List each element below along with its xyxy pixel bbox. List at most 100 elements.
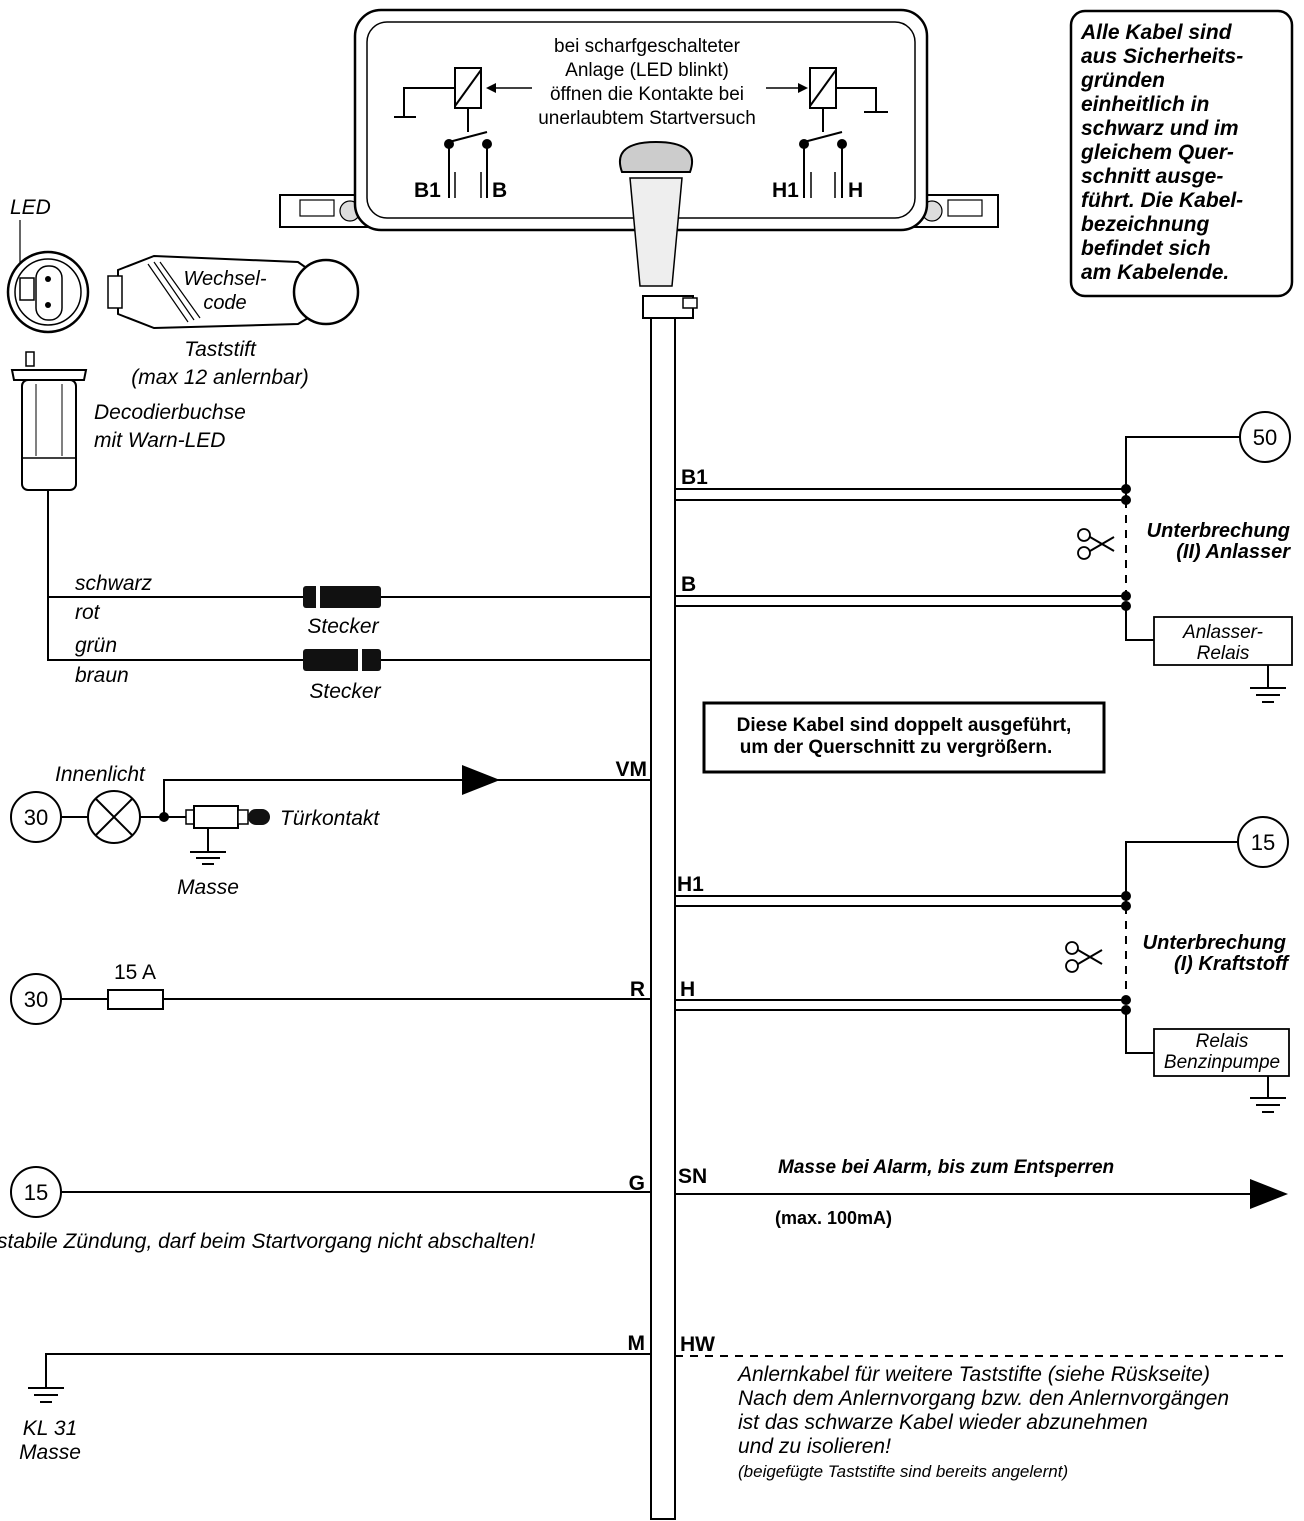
info-box-line: am Kabelende. [1081, 261, 1229, 284]
cable-bellows-icon [619, 140, 693, 287]
info-box-line: befindet sich [1081, 237, 1211, 260]
connector-1-label: Stecker [307, 615, 379, 638]
harness-label-g: G [629, 1172, 645, 1195]
stable-ignition-note: stabile Zündung, darf beim Startvorgang … [0, 1230, 535, 1253]
learn-note-line3: ist das schwarze Kabel wieder abzunehmen [738, 1411, 1148, 1434]
module-note-line3: öffnen die Kontakte bei [550, 84, 744, 105]
taststift-label-line2: (max 12 anlernbar) [131, 366, 308, 389]
learn-note-line1: Anlernkabel für weitere Taststifte (sieh… [736, 1363, 1210, 1386]
fuel-relay-box [1153, 1028, 1290, 1077]
ground-kl31-icon [28, 1387, 64, 1403]
tuerkontakt-label: Türkontakt [280, 807, 380, 830]
harness-label-sn: SN [678, 1165, 707, 1188]
module-note-line1: bei scharfgeschalteter [554, 36, 741, 57]
harness-label-r: R [630, 978, 645, 1001]
innenlicht-label: Innenlicht [55, 763, 146, 786]
connector-2-icon [303, 647, 381, 673]
decoder-socket-side-icon [10, 351, 88, 491]
scissors-icon [1065, 941, 1103, 973]
wire-label-gruen: grün [75, 634, 117, 657]
harness-label-h: H [680, 978, 695, 1001]
ground-starter-relay-icon [1250, 665, 1286, 703]
fuse-icon [107, 989, 164, 1010]
module-note-line4: unerlaubtem Startversuch [538, 108, 756, 129]
decoder-socket-top-icon [6, 250, 90, 334]
wire-label-braun: braun [75, 664, 129, 687]
interrupt-2-label-line2: (II) Anlasser [1176, 541, 1291, 563]
kl31-label-line1: KL 31 [23, 1417, 78, 1440]
code-key-label-line1: Wechsel- [184, 268, 267, 290]
scissors-icon [1077, 528, 1115, 560]
double-wire-note-line2: um der Querschnitt zu vergrößern. [740, 737, 1053, 758]
info-box-line: Alle Kabel sind [1080, 21, 1233, 44]
starter-relay-box [1153, 616, 1293, 666]
connector-1-icon [303, 584, 381, 610]
info-box-line: aus Sicherheits- [1081, 45, 1243, 68]
code-key-icon [107, 254, 360, 330]
terminal-15-right-label: 15 [1251, 830, 1275, 855]
learn-note-line4: und zu isolieren! [738, 1435, 891, 1458]
module-contact-b1: B1 [414, 179, 441, 202]
terminal-15-left-label: 15 [24, 1180, 48, 1205]
terminal-30-b: 30 [10, 973, 62, 1025]
module-note-line2: Anlage (LED blinkt) [565, 60, 729, 81]
relay-left-icon [394, 67, 532, 198]
masse-label: Masse [177, 876, 239, 899]
double-wire-note-box: Diese Kabel sind doppelt ausgeführt, um … [702, 701, 1106, 774]
led-label: LED [10, 196, 51, 219]
fuel-relay-label-line2: Benzinpumpe [1164, 1052, 1280, 1073]
learn-note-line2: Nach dem Anlernvorgang bzw. den Anlernvo… [738, 1387, 1229, 1410]
module-contact-h: H [848, 179, 863, 202]
main-harness-trunk [642, 295, 698, 1520]
harness-label-vm: VM [616, 758, 648, 781]
led-wire-pair [47, 490, 651, 661]
fuel-relay-label-line1: Relais [1196, 1031, 1249, 1052]
module-contact-h1: H1 [772, 179, 799, 202]
harness-label-h1: H1 [677, 873, 704, 896]
starter-relay-label-line1: Anlasser- [1182, 622, 1263, 643]
connector-2-label: Stecker [309, 680, 381, 703]
harness-label-hw: HW [680, 1333, 715, 1356]
door-contact-icon [185, 805, 270, 865]
relay-right-icon [766, 67, 888, 198]
terminal-15-right: 15 [1237, 816, 1289, 868]
interrupt-1-label-line2: (I) Kraftstoff [1174, 953, 1290, 975]
info-box-line: führt. Die Kabel- [1081, 189, 1243, 212]
terminal-50: 50 [1239, 411, 1291, 463]
interrupt-2-label-line1: Unterbrechung [1147, 520, 1290, 542]
interrupt-1-label-line1: Unterbrechung [1143, 932, 1286, 954]
info-box-line: einheitlich in [1081, 93, 1209, 116]
info-box-line: gleichem Quer- [1080, 141, 1234, 164]
alarm-ground-label: Masse bei Alarm, bis zum Entsperren [778, 1157, 1114, 1178]
double-wire-note-line1: Diese Kabel sind doppelt ausgeführt, [737, 715, 1072, 736]
starter-relay-label-line2: Relais [1197, 643, 1250, 664]
taststift-label-line1: Taststift [184, 338, 257, 361]
control-module: bei scharfgeschalteter Anlage (LED blink… [279, 8, 999, 287]
fuse-label: 15 A [114, 961, 156, 984]
harness-label-m: M [628, 1332, 646, 1355]
terminal-50-label: 50 [1253, 425, 1277, 450]
info-box-line: schwarz und im [1081, 117, 1239, 140]
kl31-label-line2: Masse [19, 1441, 81, 1464]
max-current-label: (max. 100mA) [775, 1208, 892, 1228]
terminal-30-a: 30 [10, 791, 62, 843]
vm-arrow-icon [462, 765, 500, 795]
terminal-15-left: 15 [10, 1166, 62, 1218]
ground-fuel-relay-icon [1250, 1076, 1286, 1113]
info-box: Alle Kabel sind aus Sicherheits- gründen… [1069, 9, 1294, 298]
wire-label-rot: rot [75, 601, 101, 624]
info-box-line: bezeichnung [1081, 213, 1210, 236]
module-contact-b: B [492, 179, 507, 202]
info-box-line: schnitt ausge- [1081, 165, 1223, 188]
sn-arrow-icon [1250, 1179, 1288, 1209]
terminal-30-b-label: 30 [24, 987, 48, 1012]
harness-label-b1: B1 [681, 466, 708, 489]
wire-label-schwarz: schwarz [75, 572, 153, 595]
info-box-line: gründen [1080, 69, 1165, 92]
learn-note-line5: (beigefügte Taststifte sind bereits ange… [738, 1462, 1068, 1481]
harness-label-b: B [681, 573, 696, 596]
socket-label-line1: Decodierbuchse [94, 401, 246, 424]
socket-label-line2: mit Warn-LED [94, 429, 225, 452]
lamp-icon [87, 790, 141, 844]
